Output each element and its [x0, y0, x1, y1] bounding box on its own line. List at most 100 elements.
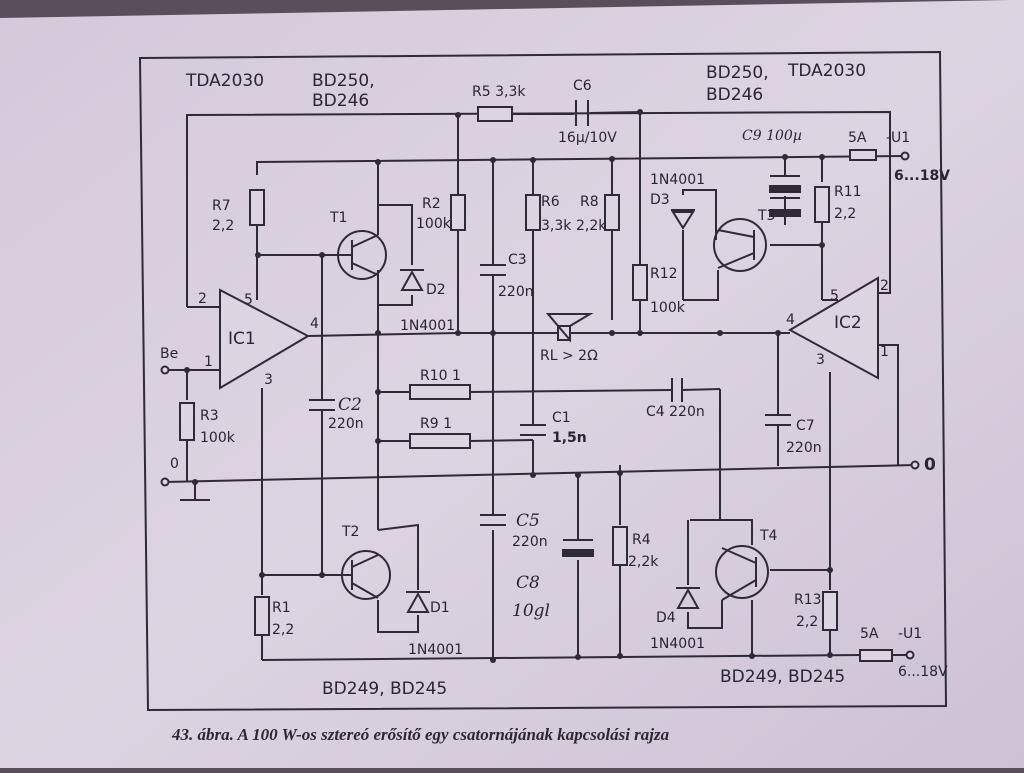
transistor-t1	[337, 230, 387, 280]
label-fuse-top: 5A	[848, 130, 867, 146]
capacitor-c6	[512, 100, 641, 126]
label-pin-3: 3	[264, 372, 273, 388]
label-r10: R10 1	[420, 368, 461, 384]
label-c5-value: 220n	[512, 534, 548, 550]
label-c1: C1	[552, 410, 571, 426]
capacitor-c8	[562, 539, 594, 557]
label-ic2-pin-3: 3	[816, 352, 825, 368]
label-supply-top: -U1	[886, 130, 910, 146]
label-c7-value: 220n	[786, 440, 822, 456]
input-terminal-be	[160, 365, 170, 375]
resistor-r2	[450, 194, 466, 231]
capacitor-c5	[480, 514, 506, 526]
label-r7: R7	[212, 198, 231, 214]
label-pin-5: 5	[244, 292, 253, 308]
label-pin-1: 1	[204, 354, 213, 370]
capacitor-c3	[480, 264, 506, 276]
resistor-r8	[604, 194, 620, 231]
resistor-r5	[477, 106, 513, 122]
label-d1-type: 1N4001	[408, 642, 463, 658]
label-d4: D4	[656, 610, 676, 626]
label-fuse-bottom: 5A	[860, 626, 879, 642]
label-c6-value: 16µ/10V	[558, 130, 617, 146]
label-ic2: IC2	[834, 313, 862, 333]
label-pin-2: 2	[198, 291, 207, 307]
label-ic2-pin-1: 1	[880, 344, 889, 360]
ic-type-right: TDA2030	[787, 61, 866, 81]
label-d2-type: 1N4001	[400, 318, 455, 334]
label-r1: R1	[272, 600, 291, 616]
label-transistor-types-bottom-left: BD249, BD245	[322, 679, 447, 699]
label-r6-value: 3,3k	[541, 218, 572, 234]
label-ground-right: 0	[924, 455, 936, 475]
label-c9-handwritten: C9 100µ	[742, 128, 802, 144]
label-r13-value: 2,2	[796, 614, 818, 630]
fuse-top	[849, 149, 877, 161]
label-d1: D1	[430, 600, 450, 616]
capacitor-c7	[765, 414, 791, 426]
ic2-amplifier	[787, 276, 879, 380]
diode-d1	[406, 591, 430, 613]
label-r6: R6	[541, 194, 560, 210]
transistors	[337, 218, 769, 601]
ground-terminal-right	[910, 460, 920, 470]
diagram-frame	[138, 50, 948, 712]
transistor-types-top-right-1: BD250,	[706, 63, 769, 83]
label-c3-value: 220n	[498, 284, 534, 300]
label-r3: R3	[200, 408, 219, 424]
label-supply-bottom-range: 6...18V	[898, 664, 948, 680]
label-ic2-pin-5: 5	[830, 288, 839, 304]
capacitor-c2	[309, 399, 335, 411]
label-ic2-pin-4: 4	[786, 312, 795, 328]
resistor-r7	[249, 189, 265, 226]
resistor-r11	[814, 186, 830, 223]
transistor-t4	[715, 545, 769, 601]
supply-terminal-bottom	[905, 650, 915, 660]
capacitor-c4	[671, 378, 683, 402]
ic-type-left: TDA2030	[185, 71, 264, 91]
label-c2: C2	[338, 395, 362, 415]
capacitors	[309, 100, 801, 557]
speaker-rl	[545, 313, 594, 343]
label-r8: R8	[580, 194, 599, 210]
label-r1-value: 2,2	[272, 622, 294, 638]
label-ground-left: 0	[170, 456, 179, 472]
label-c5: C5	[516, 511, 540, 531]
label-r3-value: 100k	[200, 430, 236, 446]
label-r8-value: 2,2k	[576, 218, 607, 234]
label-c1-value: 1,5n	[552, 430, 587, 446]
label-c2-value: 220n	[328, 416, 364, 432]
transistor-t3	[713, 218, 767, 272]
transistor-types-top-right-2: BD246	[706, 85, 763, 105]
label-c3: C3	[508, 252, 527, 268]
resistor-r6	[525, 194, 541, 231]
label-supply-top-range: 6...18V	[894, 168, 950, 184]
label-r4-value: 2,2k	[628, 554, 659, 570]
terminals	[160, 151, 920, 660]
diode-d4	[676, 587, 700, 609]
label-r13: R13	[794, 592, 822, 608]
label-r12: R12	[650, 266, 678, 282]
label-input-be: Be	[160, 346, 178, 362]
label-r7-value: 2,2	[212, 218, 234, 234]
capacitor-c9	[769, 175, 801, 217]
resistor-r4	[612, 526, 628, 566]
label-r5: R5 3,3k	[472, 84, 526, 100]
label-r2: R2	[422, 196, 441, 212]
label-r4: R4	[632, 532, 651, 548]
transistor-types-top-left-1: BD250,	[312, 71, 375, 91]
label-r2-value: 100k	[416, 216, 452, 232]
resistors	[179, 106, 893, 662]
label-r12-value: 100k	[650, 300, 686, 316]
resistor-r10	[409, 384, 471, 400]
label-c4: C4 220n	[646, 404, 705, 420]
label-t2: T2	[341, 524, 359, 540]
transistor-types-top-left-2: BD246	[312, 91, 369, 111]
label-c8-handwritten: C8	[516, 573, 540, 593]
resistor-r3	[179, 402, 195, 441]
label-ic1: IC1	[228, 329, 256, 349]
diode-d2	[400, 269, 424, 291]
ground-terminal-left	[160, 477, 170, 487]
